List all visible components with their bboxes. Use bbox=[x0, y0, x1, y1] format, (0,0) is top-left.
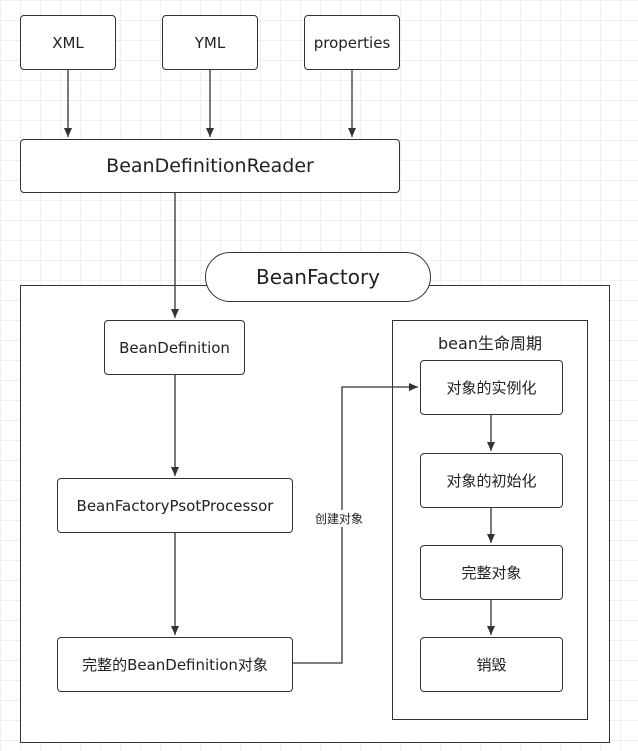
bean-factory-title: BeanFactory bbox=[205, 252, 431, 302]
properties-source-box: properties bbox=[304, 15, 400, 70]
lifecycle-step-destroy: 销毁 bbox=[420, 637, 563, 692]
bean-definition-box: BeanDefinition bbox=[104, 320, 245, 375]
lifecycle-title: bean生命周期 bbox=[438, 334, 542, 353]
xml-source-box: XML bbox=[20, 15, 116, 70]
create-object-label: 创建对象 bbox=[314, 510, 365, 527]
lifecycle-step-instantiate: 对象的实例化 bbox=[420, 360, 563, 415]
lifecycle-step-initialize: 对象的初始化 bbox=[420, 453, 563, 508]
post-processor-box: BeanFactoryPsotProcessor bbox=[57, 478, 293, 533]
bean-definition-reader-box: BeanDefinitionReader bbox=[20, 139, 400, 193]
complete-bean-definition-box: 完整的BeanDefinition对象 bbox=[57, 637, 293, 692]
lifecycle-step-complete-object: 完整对象 bbox=[420, 545, 563, 600]
yml-source-box: YML bbox=[162, 15, 258, 70]
